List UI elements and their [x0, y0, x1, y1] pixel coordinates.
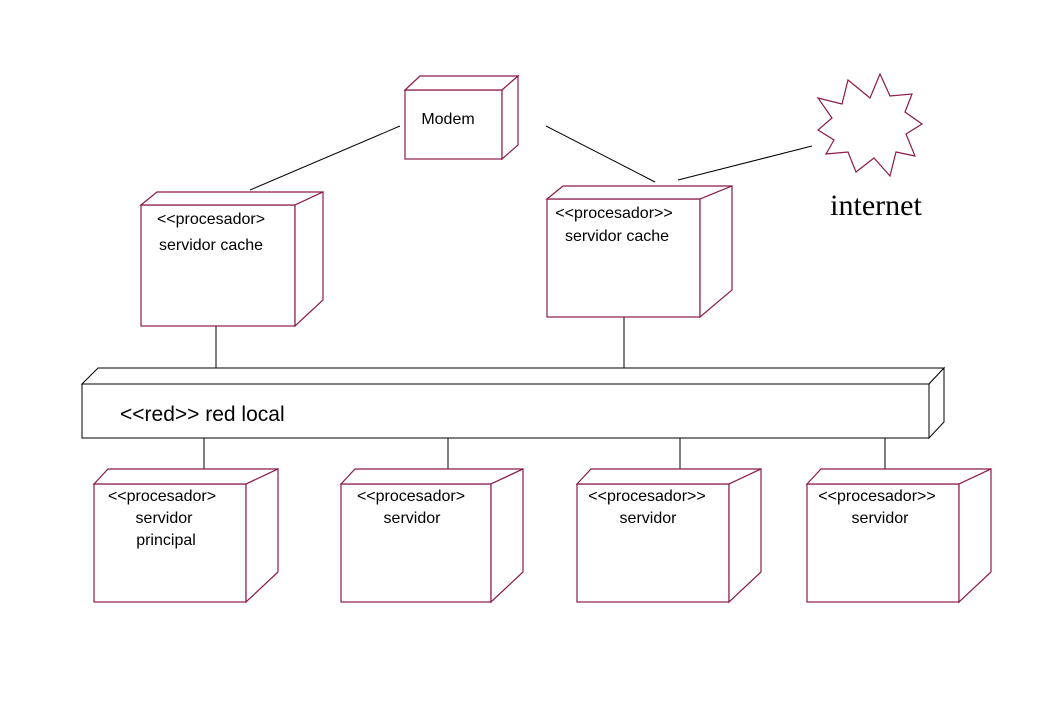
server-node-2: <<procesador> servidor [339, 468, 524, 604]
cache-server-right-node: <<procesador>> servidor cache [545, 185, 733, 319]
starburst-cloud-icon [816, 72, 924, 178]
cache-left-stereotype: <<procesador> [157, 211, 265, 228]
modem-node: Modem [403, 74, 520, 161]
server-4-label: servidor [852, 510, 910, 527]
server-2-label: servidor [384, 510, 442, 527]
cache-right-label: servidor cache [565, 228, 669, 245]
server-3-stereotype: <<procesador>> [588, 488, 705, 505]
modem-label: Modem [421, 111, 474, 128]
server-4-stereotype: <<procesador>> [818, 488, 935, 505]
link-cache-right-internet [677, 145, 813, 181]
server-2-stereotype: <<procesador> [357, 488, 465, 505]
bus-label: <<red>> red local [120, 403, 285, 426]
internet-label: internet [830, 189, 922, 222]
server-1-stereotype: <<procesador> [108, 488, 216, 505]
link-cache-left-modem [249, 125, 401, 191]
server-node-3: <<procesador>> servidor [575, 468, 762, 604]
link-modem-cache-right [545, 125, 656, 183]
server-node-4: <<procesador>> servidor [805, 468, 992, 604]
server-3-label: servidor [620, 510, 678, 527]
local-network-bus: <<red>> red local [80, 366, 946, 440]
cache-left-label: servidor cache [159, 237, 263, 254]
server-1-label-2: principal [136, 532, 196, 549]
internet-node: internet [816, 72, 924, 222]
cache-right-stereotype: <<procesador>> [555, 205, 672, 222]
cache-server-left-node: <<procesador> servidor cache [139, 191, 324, 328]
connections [203, 125, 886, 474]
server-node-principal: <<procesador> servidor principal [92, 468, 279, 604]
server-1-label: servidor [136, 510, 194, 527]
